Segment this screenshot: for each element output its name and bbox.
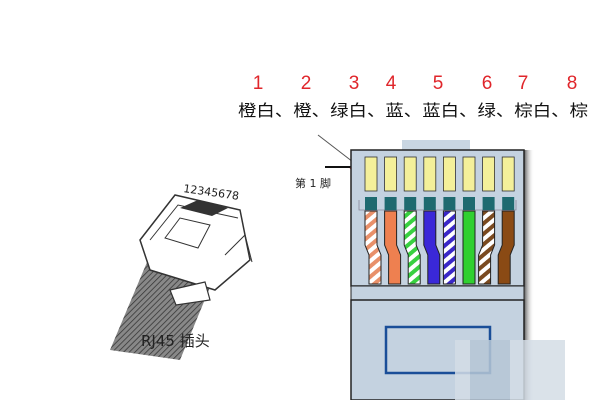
contact-clamp [463,197,475,210]
contact-pin [384,156,398,192]
color-sequence-label: 橙白、橙、绿白、蓝、蓝白、绿、棕白、棕 [238,101,588,120]
plug-caption: RJ45 插头 [141,332,210,350]
rj45-plug-illustration: 12345678 [110,182,253,360]
wire-3 [403,210,421,285]
pin1-label: 第 1 脚 [295,176,331,190]
wire-7 [478,210,496,285]
contact-clamp [365,197,377,210]
wire-2 [384,210,402,285]
contact-pin [501,156,515,192]
contact-clamp [502,197,515,210]
contact-pin [462,156,476,192]
pin-number: 8 [567,73,578,94]
contact-clamp [404,197,417,210]
pin-number-row: 1 2 3 4 5 6 7 8 [253,73,578,94]
pin-number: 1 [253,73,264,94]
contact-pin [482,156,496,192]
wire-1 [364,210,382,285]
contact-clamp [423,197,436,210]
pin-number: 7 [518,73,529,94]
wire-4 [423,210,441,285]
wire-5 [442,210,456,285]
pin-number: 2 [301,73,312,94]
contact-pin [423,156,437,192]
pin-number: 3 [349,73,360,94]
contact-clamp [443,197,456,210]
wire-6 [462,210,476,285]
pin-number: 6 [482,73,493,94]
connector-front-view [350,140,534,400]
contact-clamp [384,197,397,210]
wire-8 [497,210,515,285]
contact-pin [403,156,417,192]
pin-number: 4 [386,73,397,94]
contact-clamp [482,197,495,210]
pin-number: 5 [433,73,444,94]
watermark-blur [455,340,565,400]
contact-pin [364,156,378,192]
contact-pin [442,156,456,192]
